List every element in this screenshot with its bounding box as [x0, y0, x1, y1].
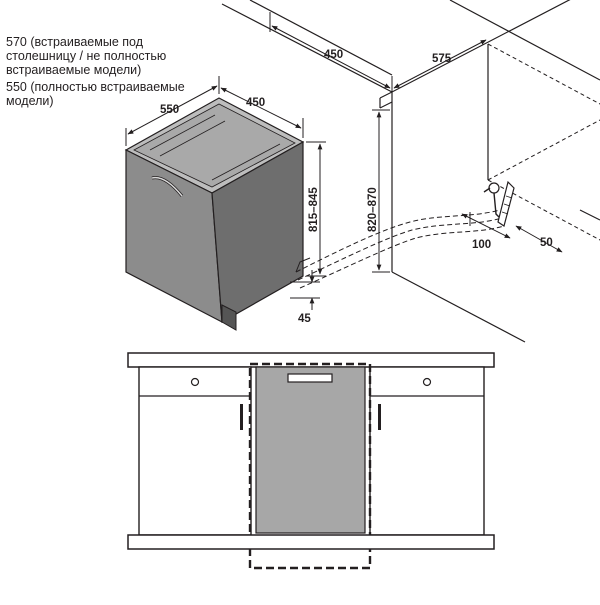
dim-appliance-height: 815–845: [306, 141, 326, 277]
dim-outlet-offset-a: 100: [461, 212, 511, 251]
depth-note-partial: 570 (встраиваемые под столешницу / не по…: [6, 35, 167, 77]
depth-note-full: 550 (полностью встраиваемые модели): [6, 80, 185, 108]
dishwasher-handle: [287, 373, 333, 383]
dim-plinth-label: 45: [298, 313, 311, 325]
dim-niche-height: 820–870: [367, 109, 390, 273]
dim-outlet-offset-b-label: 50: [540, 237, 553, 249]
right-cabinet: [369, 366, 485, 536]
dim-plinth: 45: [290, 270, 320, 325]
drain-hose-icon: [497, 180, 515, 227]
dishwasher-front: [255, 366, 366, 534]
door-handle-icon: [378, 404, 381, 430]
dim-appliance-depth-label: 550: [160, 104, 179, 116]
knob-icon: [422, 377, 432, 387]
dim-niche-width: 450: [269, 12, 393, 96]
dim-appliance-width: 450: [220, 87, 304, 138]
dim-niche-height-label: 820–870: [367, 187, 379, 232]
dim-outlet-offset-b: 50: [515, 225, 563, 253]
knob-icon: [190, 377, 200, 387]
kitchen-front-view: [127, 352, 495, 570]
dim-appliance-height-label: 815–845: [308, 187, 320, 232]
dim-appliance-width-label: 450: [246, 97, 265, 109]
left-cabinet: [138, 366, 252, 536]
dim-outlet-offset-a-label: 100: [472, 239, 491, 251]
dim-niche-width-label: 450: [324, 49, 343, 61]
plinth-rail: [127, 534, 495, 550]
water-inlet-icon: [483, 182, 501, 219]
dim-appliance-depth: 550: [125, 76, 220, 146]
niche-wall: [221, 0, 600, 343]
dim-niche-depth-label: 575: [432, 53, 452, 65]
dim-niche-depth: 575: [393, 39, 487, 89]
dishwasher-3d: [124, 97, 305, 331]
door-handle-icon: [240, 404, 243, 430]
niche-outline: [248, 362, 372, 570]
